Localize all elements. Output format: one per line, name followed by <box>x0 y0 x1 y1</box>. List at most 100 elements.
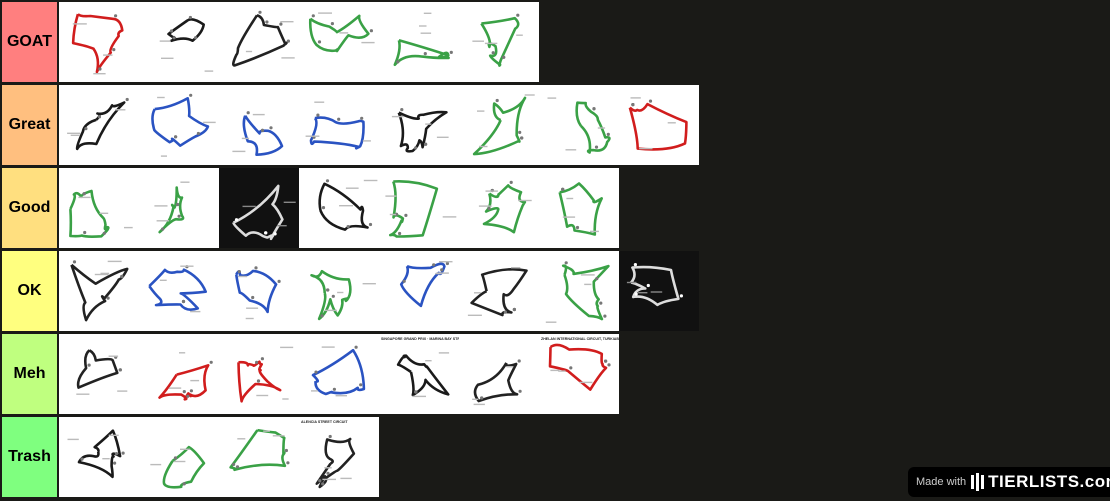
track-map-tile[interactable] <box>139 417 219 497</box>
map-label-scribble <box>237 438 246 440</box>
track-map-tile[interactable]: ZHELAN INTERNATIONAL CIRCUIT, TURKIAB <box>539 334 619 414</box>
tier-label-meh[interactable]: Meh <box>2 334 57 414</box>
track-outline <box>71 13 124 74</box>
track-map-tile[interactable] <box>139 251 219 331</box>
map-label-scribble <box>203 121 216 124</box>
turn-marker <box>237 270 241 274</box>
tier-label-ok[interactable]: OK <box>2 251 57 331</box>
map-label-scribble <box>281 57 295 59</box>
track-map-tile[interactable] <box>379 85 459 165</box>
tier-label-trash[interactable]: Trash <box>2 417 57 497</box>
turn-marker <box>189 93 193 97</box>
track-map-tile[interactable] <box>379 2 459 82</box>
track-map-tile[interactable] <box>539 168 619 248</box>
track-map-image <box>232 10 295 67</box>
track-map-image <box>393 12 453 67</box>
turn-marker <box>326 471 330 475</box>
turn-marker <box>449 50 453 55</box>
tier-items <box>59 168 619 248</box>
track-map-tile[interactable]: ALENCIA STREET CIRCUIT <box>299 417 379 497</box>
track-map-tile[interactable] <box>219 251 299 331</box>
map-label-scribble <box>180 448 191 450</box>
map-label-scribble <box>246 307 259 309</box>
map-label-scribble <box>425 123 432 125</box>
turn-marker <box>679 294 683 298</box>
map-label-scribble <box>667 122 676 124</box>
track-map-tile[interactable] <box>59 251 139 331</box>
track-map-tile[interactable] <box>299 251 379 331</box>
track-map-tile[interactable] <box>59 2 139 82</box>
track-map-tile[interactable] <box>539 251 619 331</box>
tier-label-great[interactable]: Great <box>2 85 57 165</box>
map-label-scribble <box>283 201 296 203</box>
track-map-tile[interactable] <box>299 85 379 165</box>
tier-label-good[interactable]: Good <box>2 168 57 248</box>
track-map-tile[interactable] <box>299 168 379 248</box>
track-map-tile[interactable] <box>299 334 379 414</box>
track-map-tile[interactable] <box>459 85 539 165</box>
map-label-scribble <box>580 274 595 276</box>
map-label-scribble <box>256 394 269 397</box>
track-map-tile[interactable] <box>139 2 219 82</box>
map-label-scribble <box>154 205 168 207</box>
track-outline <box>76 349 119 389</box>
turn-marker <box>251 295 255 300</box>
track-map-image <box>305 101 371 150</box>
map-label-scribble <box>477 110 485 112</box>
map-label-scribble <box>472 40 484 42</box>
map-label-scribble <box>242 205 256 208</box>
track-map-image <box>158 352 213 401</box>
track-outline <box>399 262 446 308</box>
track-map-tile[interactable] <box>59 85 139 165</box>
track-map-tile[interactable] <box>219 85 299 165</box>
track-outline <box>229 428 287 472</box>
track-map-tile[interactable] <box>539 85 619 165</box>
track-map-tile[interactable] <box>219 417 299 497</box>
track-map-tile[interactable] <box>59 334 139 414</box>
turn-marker <box>112 48 116 52</box>
map-label-scribble <box>442 216 457 218</box>
track-map-tile[interactable] <box>459 334 539 414</box>
track-map-tile[interactable] <box>219 168 299 248</box>
track-map-tile[interactable] <box>619 251 699 331</box>
map-label-scribble <box>639 147 653 150</box>
track-map-tile[interactable] <box>59 168 139 248</box>
map-label-scribble <box>204 70 214 72</box>
track-map-tile[interactable] <box>379 251 459 331</box>
track-map-tile[interactable] <box>219 2 299 82</box>
track-map-tile[interactable]: SINGAPORE GRAND PRIX · MARINA BAY STREET… <box>379 334 459 414</box>
tierlists-watermark[interactable]: Made with TIERLISTS.com <box>908 467 1110 497</box>
track-outline <box>311 348 366 396</box>
map-label-scribble <box>324 467 332 469</box>
turn-marker <box>398 231 402 236</box>
track-map-tile[interactable] <box>139 168 219 248</box>
track-map-tile[interactable] <box>459 168 539 248</box>
map-label-scribble <box>558 370 566 372</box>
map-label-scribble <box>108 434 119 436</box>
turn-marker <box>273 232 277 236</box>
track-map-image <box>472 94 535 156</box>
map-label-scribble <box>150 463 162 466</box>
track-map-tile[interactable] <box>219 334 299 414</box>
map-label-scribble <box>99 212 109 214</box>
map-label-scribble <box>93 73 106 75</box>
track-map-tile[interactable] <box>459 251 539 331</box>
track-map-tile[interactable] <box>139 334 219 414</box>
tier-label-goat[interactable]: GOAT <box>2 2 57 82</box>
map-label-scribble <box>72 23 87 25</box>
track-outline <box>389 180 439 238</box>
turn-marker <box>84 127 88 131</box>
turn-marker <box>234 218 239 222</box>
track-map-tile[interactable] <box>139 85 219 165</box>
map-label-scribble <box>76 393 90 395</box>
track-map-tile[interactable] <box>459 2 539 82</box>
track-map-tile[interactable] <box>379 168 459 248</box>
track-outline <box>77 429 122 479</box>
track-map-tile[interactable] <box>619 85 699 165</box>
turn-marker <box>125 97 129 102</box>
track-map-tile[interactable] <box>59 417 139 497</box>
map-label-scribble <box>115 109 126 111</box>
track-map-tile[interactable] <box>299 2 379 82</box>
map-label-scribble <box>156 220 170 222</box>
map-label-scribble <box>252 113 265 116</box>
